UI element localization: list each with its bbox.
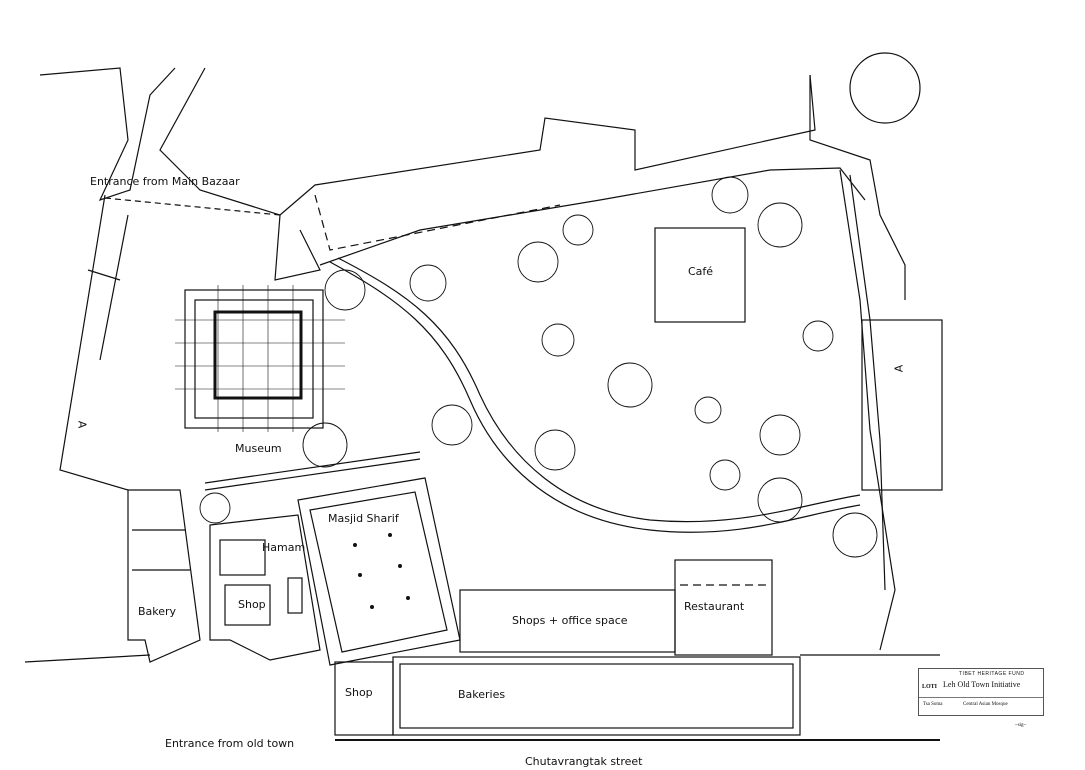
title-block: LOTI TIBET HERITAGE FUND Leh Old Town In… <box>918 668 1044 728</box>
building-east <box>861 319 943 491</box>
tree <box>694 396 722 424</box>
hamam-shop-building <box>209 514 321 661</box>
museum-core <box>213 310 303 400</box>
title-block-row: Tsa Soma Central Asian Mosque <box>919 697 1043 714</box>
wall-west <box>159 67 321 281</box>
tree <box>757 477 803 523</box>
bakeries-inner <box>399 663 794 729</box>
section-marker-west: A <box>75 420 89 429</box>
tree <box>431 404 473 446</box>
section-marker-east: A <box>892 364 906 373</box>
label-restaurant: Restaurant <box>684 600 745 613</box>
tree <box>802 320 834 352</box>
label-shop-inner: Shop <box>238 598 266 611</box>
tree <box>517 241 559 283</box>
tree <box>759 414 801 456</box>
title-block-title: Leh Old Town Initiative <box>943 680 1021 689</box>
label-museum: Museum <box>235 442 282 455</box>
tree <box>324 269 366 311</box>
tree <box>711 176 749 214</box>
trees <box>199 176 878 558</box>
tree <box>409 264 447 302</box>
walkway <box>204 451 421 484</box>
wall-east-inner <box>849 174 886 591</box>
title-block-field: Central Asian Mosque <box>963 702 1008 707</box>
tree <box>534 429 576 471</box>
shop-street-building <box>334 661 394 736</box>
label-entrance-main-bazaar: Entrance from Main Bazaar <box>90 175 240 188</box>
title-block-header: TIBET HERITAGE FUND <box>959 671 1025 677</box>
bakeries-building <box>392 656 801 736</box>
tree <box>709 459 741 491</box>
label-cafe: Café <box>688 265 714 278</box>
label-entrance-old-town: Entrance from old town <box>165 737 295 750</box>
masjid-columns <box>353 533 410 609</box>
label-shops-office: Shops + office space <box>512 614 628 627</box>
room <box>224 584 271 626</box>
tree <box>199 492 231 524</box>
label-street: Chutavrangtak street <box>525 755 643 768</box>
masjid-building <box>297 477 461 666</box>
wall-line <box>99 214 129 361</box>
wall-northeast <box>809 75 906 300</box>
wall-northwest <box>39 67 176 202</box>
wall-north-dash <box>314 194 561 251</box>
garden-path-edge <box>337 257 861 523</box>
room <box>219 539 266 576</box>
wall-north-inner <box>319 167 866 266</box>
wall-north <box>279 74 816 216</box>
title-block-signature: ~sig~ <box>1015 723 1027 728</box>
label-bakeries: Bakeries <box>458 688 506 701</box>
wall-west-lower <box>59 194 129 491</box>
museum-inner-wall <box>194 299 314 419</box>
wall-line <box>87 269 121 281</box>
label-bakery: Bakery <box>138 605 177 618</box>
wall-east <box>839 169 896 651</box>
room <box>287 577 303 614</box>
tree <box>302 422 348 468</box>
tree <box>757 202 803 248</box>
walkway-edge <box>204 458 421 491</box>
tree <box>832 512 878 558</box>
round-structure <box>849 52 921 124</box>
label-hamam: Hamam <box>262 541 306 554</box>
label-masjid: Masjid Sharif <box>328 512 399 525</box>
masjid-inner <box>309 491 448 653</box>
cafe-building <box>654 227 746 323</box>
tree <box>607 362 653 408</box>
title-block-logo: LOTI <box>922 684 938 690</box>
street-wall-west <box>24 654 151 663</box>
title-block-field: Tsa Soma <box>923 702 943 707</box>
label-shop-street: Shop <box>345 686 373 699</box>
tree <box>562 214 594 246</box>
restaurant-building <box>674 559 773 656</box>
museum-building <box>184 289 324 429</box>
tree <box>541 323 575 357</box>
museum-grid <box>175 285 345 432</box>
garden-path <box>329 261 861 533</box>
bakery-building <box>127 489 201 663</box>
